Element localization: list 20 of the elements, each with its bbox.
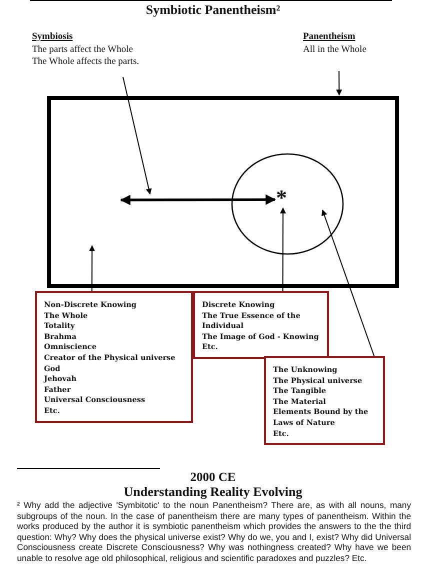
asterisk: * [276,190,288,206]
text-panel [193,291,329,359]
arrow [280,207,286,292]
arrow [322,210,375,356]
text-panel [264,356,385,446]
text-line: All in the Whole [303,44,366,56]
double-arrow [120,194,276,206]
heading: Panentheism [303,31,356,44]
frame-rectangle [47,96,399,288]
arrow [122,76,152,195]
footnote: ² Why add the adjective 'Symbitotic' to the noun Panentheism? There are, as with all nouns, many subgroups of the noun. In the case of panentheism there are many types of panentheism. Within the works produced by the author it is symbiotic panentheism which provides the answers to the the third question: Why? Why does the physical universe exist? Why do we, you and I, exist? Why did Universal Consciousness create Discrete Consciousness? Why was nothingness created? Why have we been unable to resolve age old philosophical, religious and scientific paradoxes and puzzles? Etc. [17,500,411,564]
text-panel [35,291,193,423]
arrow [89,245,96,292]
heading: Symbiosis [32,31,73,44]
date-heading: 2000 CE [189,470,237,485]
text-line: The Whole affects the parts. [32,56,140,68]
text-line: The parts affect the Whole [32,44,133,56]
subtitle: Understanding Reality Evolving [122,484,304,500]
title: Symbiotic Panentheism² [144,2,282,18]
arrow [336,70,342,96]
